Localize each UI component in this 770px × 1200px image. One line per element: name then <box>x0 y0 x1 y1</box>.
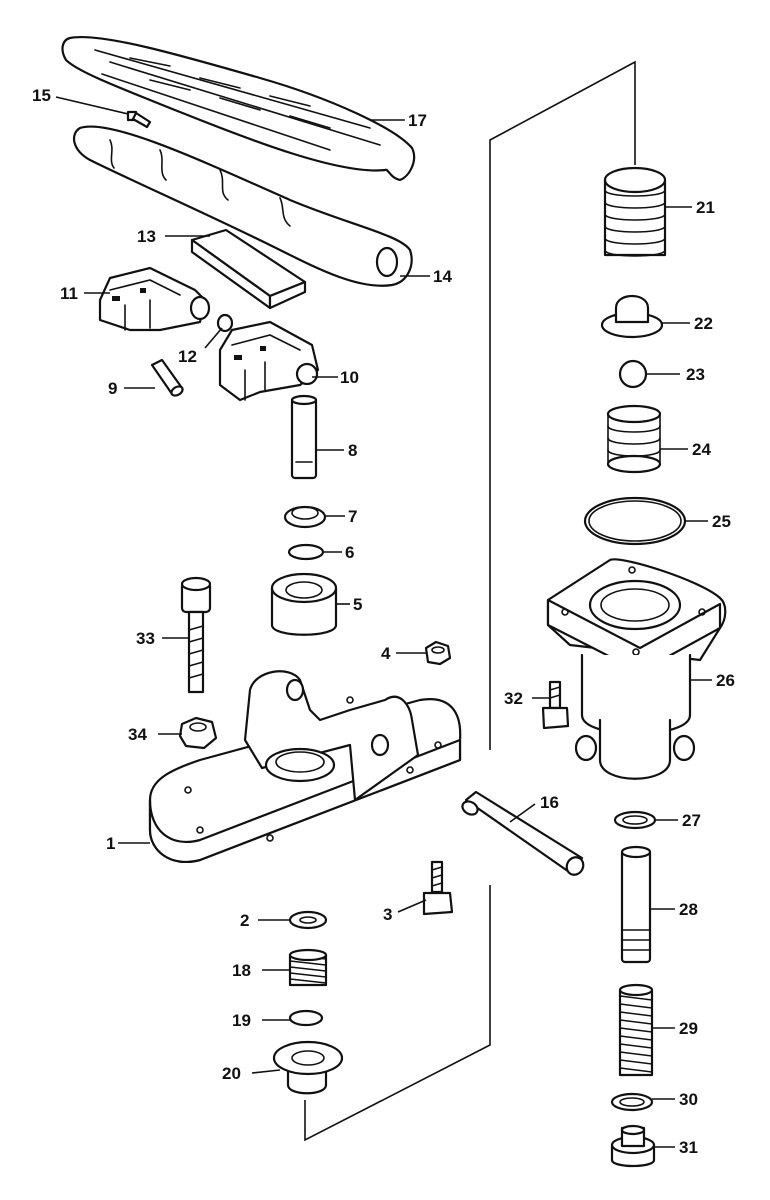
label-32: 32 <box>504 689 523 708</box>
part-18-spring <box>288 948 328 987</box>
part-16-pin <box>461 790 585 876</box>
label-30: 30 <box>679 1090 698 1109</box>
label-4: 4 <box>381 644 391 663</box>
label-23: 23 <box>686 365 705 384</box>
label-25: 25 <box>712 512 731 531</box>
part-3-bolt <box>422 860 454 916</box>
part-21-bellows <box>603 166 667 257</box>
assembly-guide-lines <box>304 60 636 1142</box>
label-21: 21 <box>696 198 715 217</box>
part-1-base-plate <box>148 670 462 863</box>
part-26-cylinder <box>546 558 727 780</box>
part-15-screw <box>126 110 152 129</box>
part-labels: 15 17 13 14 11 12 10 9 8 7 6 5 33 4 34 1… <box>32 86 735 1157</box>
label-14: 14 <box>433 267 452 286</box>
part-13-cover-plate <box>190 228 307 310</box>
part-4-nut <box>424 640 452 666</box>
part-2-washer <box>288 910 328 930</box>
label-28: 28 <box>679 900 698 919</box>
part-11-bracket <box>98 266 211 332</box>
label-27: 27 <box>682 811 701 830</box>
label-9: 9 <box>108 379 117 398</box>
label-31: 31 <box>679 1138 698 1157</box>
label-11: 11 <box>60 284 78 303</box>
leader-lines <box>55 96 712 1148</box>
label-22: 22 <box>694 314 713 333</box>
label-16: 16 <box>540 793 559 812</box>
label-29: 29 <box>679 1019 698 1038</box>
label-12: 12 <box>178 347 197 366</box>
part-19-o-ring <box>288 1009 324 1027</box>
label-26: 26 <box>716 671 735 690</box>
part-9-pin <box>150 358 184 397</box>
part-22-valve <box>600 294 664 339</box>
label-34: 34 <box>128 725 147 744</box>
label-24: 24 <box>692 440 711 459</box>
part-30-washer <box>610 1092 654 1112</box>
label-33: 33 <box>136 629 155 648</box>
part-32-bolt <box>541 680 570 730</box>
part-14-pedal-lever <box>72 125 413 287</box>
part-10-bracket <box>218 320 320 402</box>
label-10: 10 <box>340 368 359 387</box>
part-27-washer <box>613 810 657 830</box>
label-15: 15 <box>32 86 51 105</box>
part-29-spring <box>618 983 654 1077</box>
label-8: 8 <box>348 441 357 460</box>
part-23-ball <box>618 359 648 389</box>
label-19: 19 <box>232 1011 251 1030</box>
label-3: 3 <box>383 905 392 924</box>
part-6-o-ring <box>287 543 325 561</box>
part-28-piston <box>620 845 652 964</box>
label-17: 17 <box>408 111 427 130</box>
part-34-nut <box>178 716 218 750</box>
part-5-bushing <box>270 572 338 636</box>
part-25-o-ring <box>583 496 687 546</box>
label-1: 1 <box>106 834 115 853</box>
label-5: 5 <box>353 595 362 614</box>
label-18: 18 <box>232 961 251 980</box>
part-8-rod <box>290 394 318 480</box>
label-2: 2 <box>240 911 249 930</box>
part-20-bushing <box>272 1040 344 1095</box>
part-24-spring <box>606 404 662 474</box>
label-13: 13 <box>137 227 156 246</box>
label-6: 6 <box>345 543 354 562</box>
part-31-plug <box>610 1124 656 1168</box>
part-7-seal <box>283 505 327 529</box>
part-17-pedal-plate <box>61 35 416 182</box>
label-20: 20 <box>222 1064 241 1083</box>
part-33-bolt <box>180 576 212 694</box>
label-7: 7 <box>348 507 357 526</box>
part-12-ring <box>216 313 234 333</box>
